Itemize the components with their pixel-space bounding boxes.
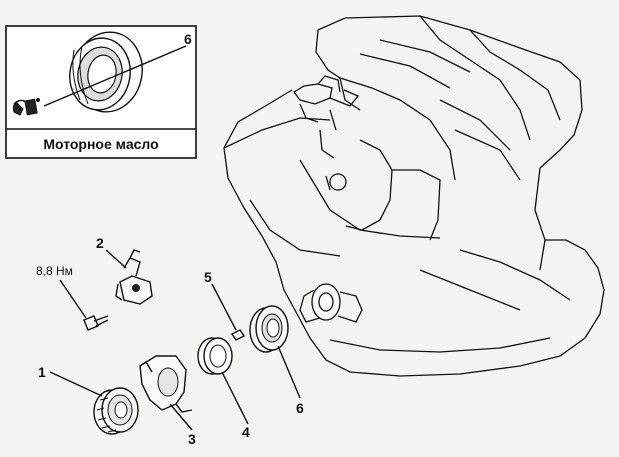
- leader-line-3: [169, 403, 193, 431]
- torque-spec-label: 8,8 Нм: [36, 264, 73, 278]
- leader-line-6: [277, 345, 301, 399]
- inset-leader-line: [43, 45, 187, 107]
- callout-6: 6: [296, 400, 304, 416]
- part-5-key: [230, 329, 246, 341]
- leader-line-5: [211, 283, 237, 331]
- leader-line-4: [221, 371, 249, 425]
- oil-can-icon: [12, 98, 40, 116]
- leader-line-2: [105, 249, 127, 269]
- leader-line-1: [49, 371, 103, 397]
- callout-4: 4: [242, 424, 250, 440]
- inset-caption-engine-oil: Моторное масло: [43, 136, 158, 152]
- engine-block-illustration: [223, 15, 605, 377]
- part-4-spacer: [197, 337, 233, 375]
- callout-5: 5: [204, 269, 212, 285]
- part-2-crank-sensor: [115, 249, 153, 305]
- inset-panel: 6 Моторное масло: [5, 25, 197, 159]
- sensor-bolt: [83, 315, 109, 331]
- part-1-sprocket: [93, 387, 139, 435]
- part-6-oil-seal: [249, 305, 289, 353]
- leader-line-torque: [59, 279, 87, 319]
- callout-2: 2: [96, 235, 104, 251]
- callout-3: 3: [188, 431, 196, 447]
- callout-1: 1: [38, 364, 46, 380]
- inset-callout-6: 6: [184, 31, 192, 47]
- part-3-sensing-plate: [139, 355, 193, 413]
